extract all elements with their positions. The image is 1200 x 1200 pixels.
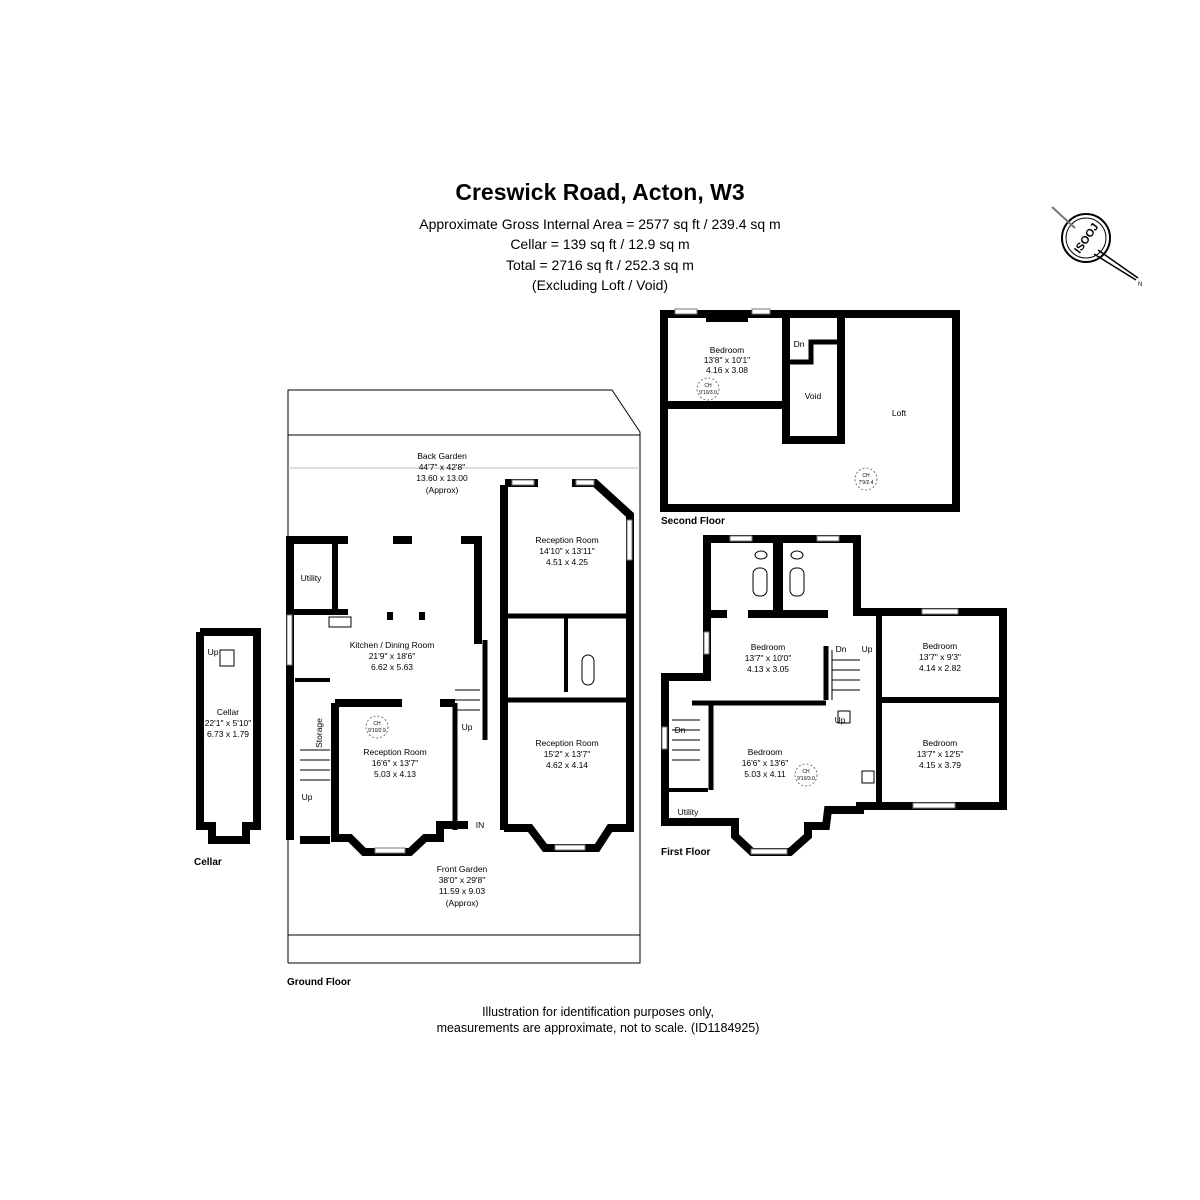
second-floor-plan: CH 9'10/3.0 Bedroom 13'8" x 10'1" 4.16 x…: [660, 308, 960, 527]
garden-name: Back Garden: [417, 451, 467, 461]
room-name: Cellar: [217, 707, 239, 717]
disclaimer-line-2: measurements are approximate, not to sca…: [437, 1021, 760, 1035]
gross-area: Approximate Gross Internal Area = 2577 s…: [419, 216, 780, 232]
room-metric: 4.14 x 2.82: [919, 663, 961, 673]
garden-imperial: 38'0" x 29'8": [439, 875, 486, 885]
room-imperial: 13'7" x 12'5": [917, 749, 964, 759]
stair-up-label: Up: [835, 715, 846, 725]
room-name: Bedroom: [710, 345, 745, 355]
room-name: Reception Room: [535, 535, 598, 545]
stair-down-label: Dn: [794, 339, 805, 349]
first-floor-label: First Floor: [661, 847, 711, 858]
room-metric: 4.15 x 3.79: [919, 760, 961, 770]
storage-label: Storage: [314, 718, 324, 748]
plan-title: Creswick Road, Acton, W3: [455, 179, 744, 205]
cellar-label: Cellar: [194, 857, 222, 868]
stair-down-label: Dn: [836, 644, 847, 654]
room-imperial: 16'6" x 13'7": [372, 758, 419, 768]
ceiling-height: 9'10/3.0: [699, 390, 717, 396]
ceiling-height: 9'10/2.9: [368, 728, 386, 734]
garden-metric: 11.59 x 9.03: [439, 886, 485, 896]
stair-up-label: Up: [862, 644, 873, 654]
ch-label: CH: [862, 473, 870, 479]
room-imperial: 13'7" x 9'3": [919, 652, 961, 662]
garden-metric: 13.60 x 13.00: [416, 473, 468, 483]
room-name: Kitchen / Dining Room: [350, 640, 435, 650]
utility-label: Utility: [301, 573, 323, 583]
room-imperial: 22'1" x 5'10": [205, 718, 252, 728]
stair-up-label: Up: [462, 722, 473, 732]
garden-note: (Approx): [446, 898, 479, 908]
room-imperial: 13'7" x 10'0": [745, 653, 792, 663]
room-imperial: 13'8" x 10'1": [704, 355, 751, 365]
room-metric: 4.13 x 3.05: [747, 664, 789, 674]
ground-floor-label: Ground Floor: [287, 977, 351, 988]
stair-down-label: Dn: [675, 725, 686, 735]
void-label: Void: [805, 391, 822, 401]
room-imperial: 14'10" x 13'11": [539, 546, 594, 556]
room-name: Bedroom: [923, 641, 958, 651]
first-floor-plan: Bedroom 13'7" x 10'0" 4.13 x 3.05 Bedroo…: [661, 535, 1007, 858]
north-label: N: [1138, 282, 1142, 288]
room-metric: 4.62 x 4.14: [546, 760, 588, 770]
ceiling-height: 9'10/3.0: [797, 776, 815, 782]
stair-up-label: Up: [208, 647, 219, 657]
room-name: Bedroom: [748, 747, 783, 757]
entrance-label: IN: [476, 820, 485, 830]
stair-up-label: Up: [302, 792, 313, 802]
garden-imperial: 44'7" x 42'8": [419, 462, 466, 472]
loft-label: Loft: [892, 408, 907, 418]
room-metric: 4.16 x 3.08: [706, 365, 748, 375]
room-metric: 6.73 x 1.79: [207, 729, 249, 739]
logo-text: ISOOJ: [1072, 221, 1101, 255]
ch-label: CH: [373, 721, 381, 727]
garden-name: Front Garden: [437, 864, 488, 874]
area-note: (Excluding Loft / Void): [532, 277, 668, 293]
room-name: Reception Room: [363, 747, 426, 757]
room-imperial: 21'9" x 18'6": [369, 651, 416, 661]
cellar-plan: Up Cellar 22'1" x 5'10" 6.73 x 1.79 Cell…: [194, 628, 261, 868]
room-name: Bedroom: [751, 642, 786, 652]
room-metric: 6.62 x 5.63: [371, 662, 413, 672]
room-metric: 5.03 x 4.11: [744, 769, 786, 779]
room-metric: 5.03 x 4.13: [374, 769, 416, 779]
room-name: Bedroom: [923, 738, 958, 748]
ground-floor-plan: Back Garden 44'7" x 42'8" 13.60 x 13.00 …: [286, 389, 641, 988]
room-imperial: 15'2" x 13'7": [544, 749, 591, 759]
cellar-area: Cellar = 139 sq ft / 12.9 sq m: [510, 236, 689, 252]
ch-label: CH: [802, 769, 810, 775]
ch-label: CH: [704, 383, 712, 389]
total-area: Total = 2716 sq ft / 252.3 sq m: [506, 257, 694, 273]
garden-note: (Approx): [426, 485, 459, 495]
compass-logo-icon: ISOOJ N: [1051, 206, 1142, 288]
utility-label: Utility: [678, 807, 700, 817]
disclaimer-line-1: Illustration for identification purposes…: [482, 1005, 714, 1019]
room-imperial: 16'6" x 13'6": [742, 758, 789, 768]
room-name: Reception Room: [535, 738, 598, 748]
ceiling-height: 7'9/2.4: [859, 480, 874, 486]
second-floor-label: Second Floor: [661, 516, 725, 527]
room-metric: 4.51 x 4.25: [546, 557, 588, 567]
